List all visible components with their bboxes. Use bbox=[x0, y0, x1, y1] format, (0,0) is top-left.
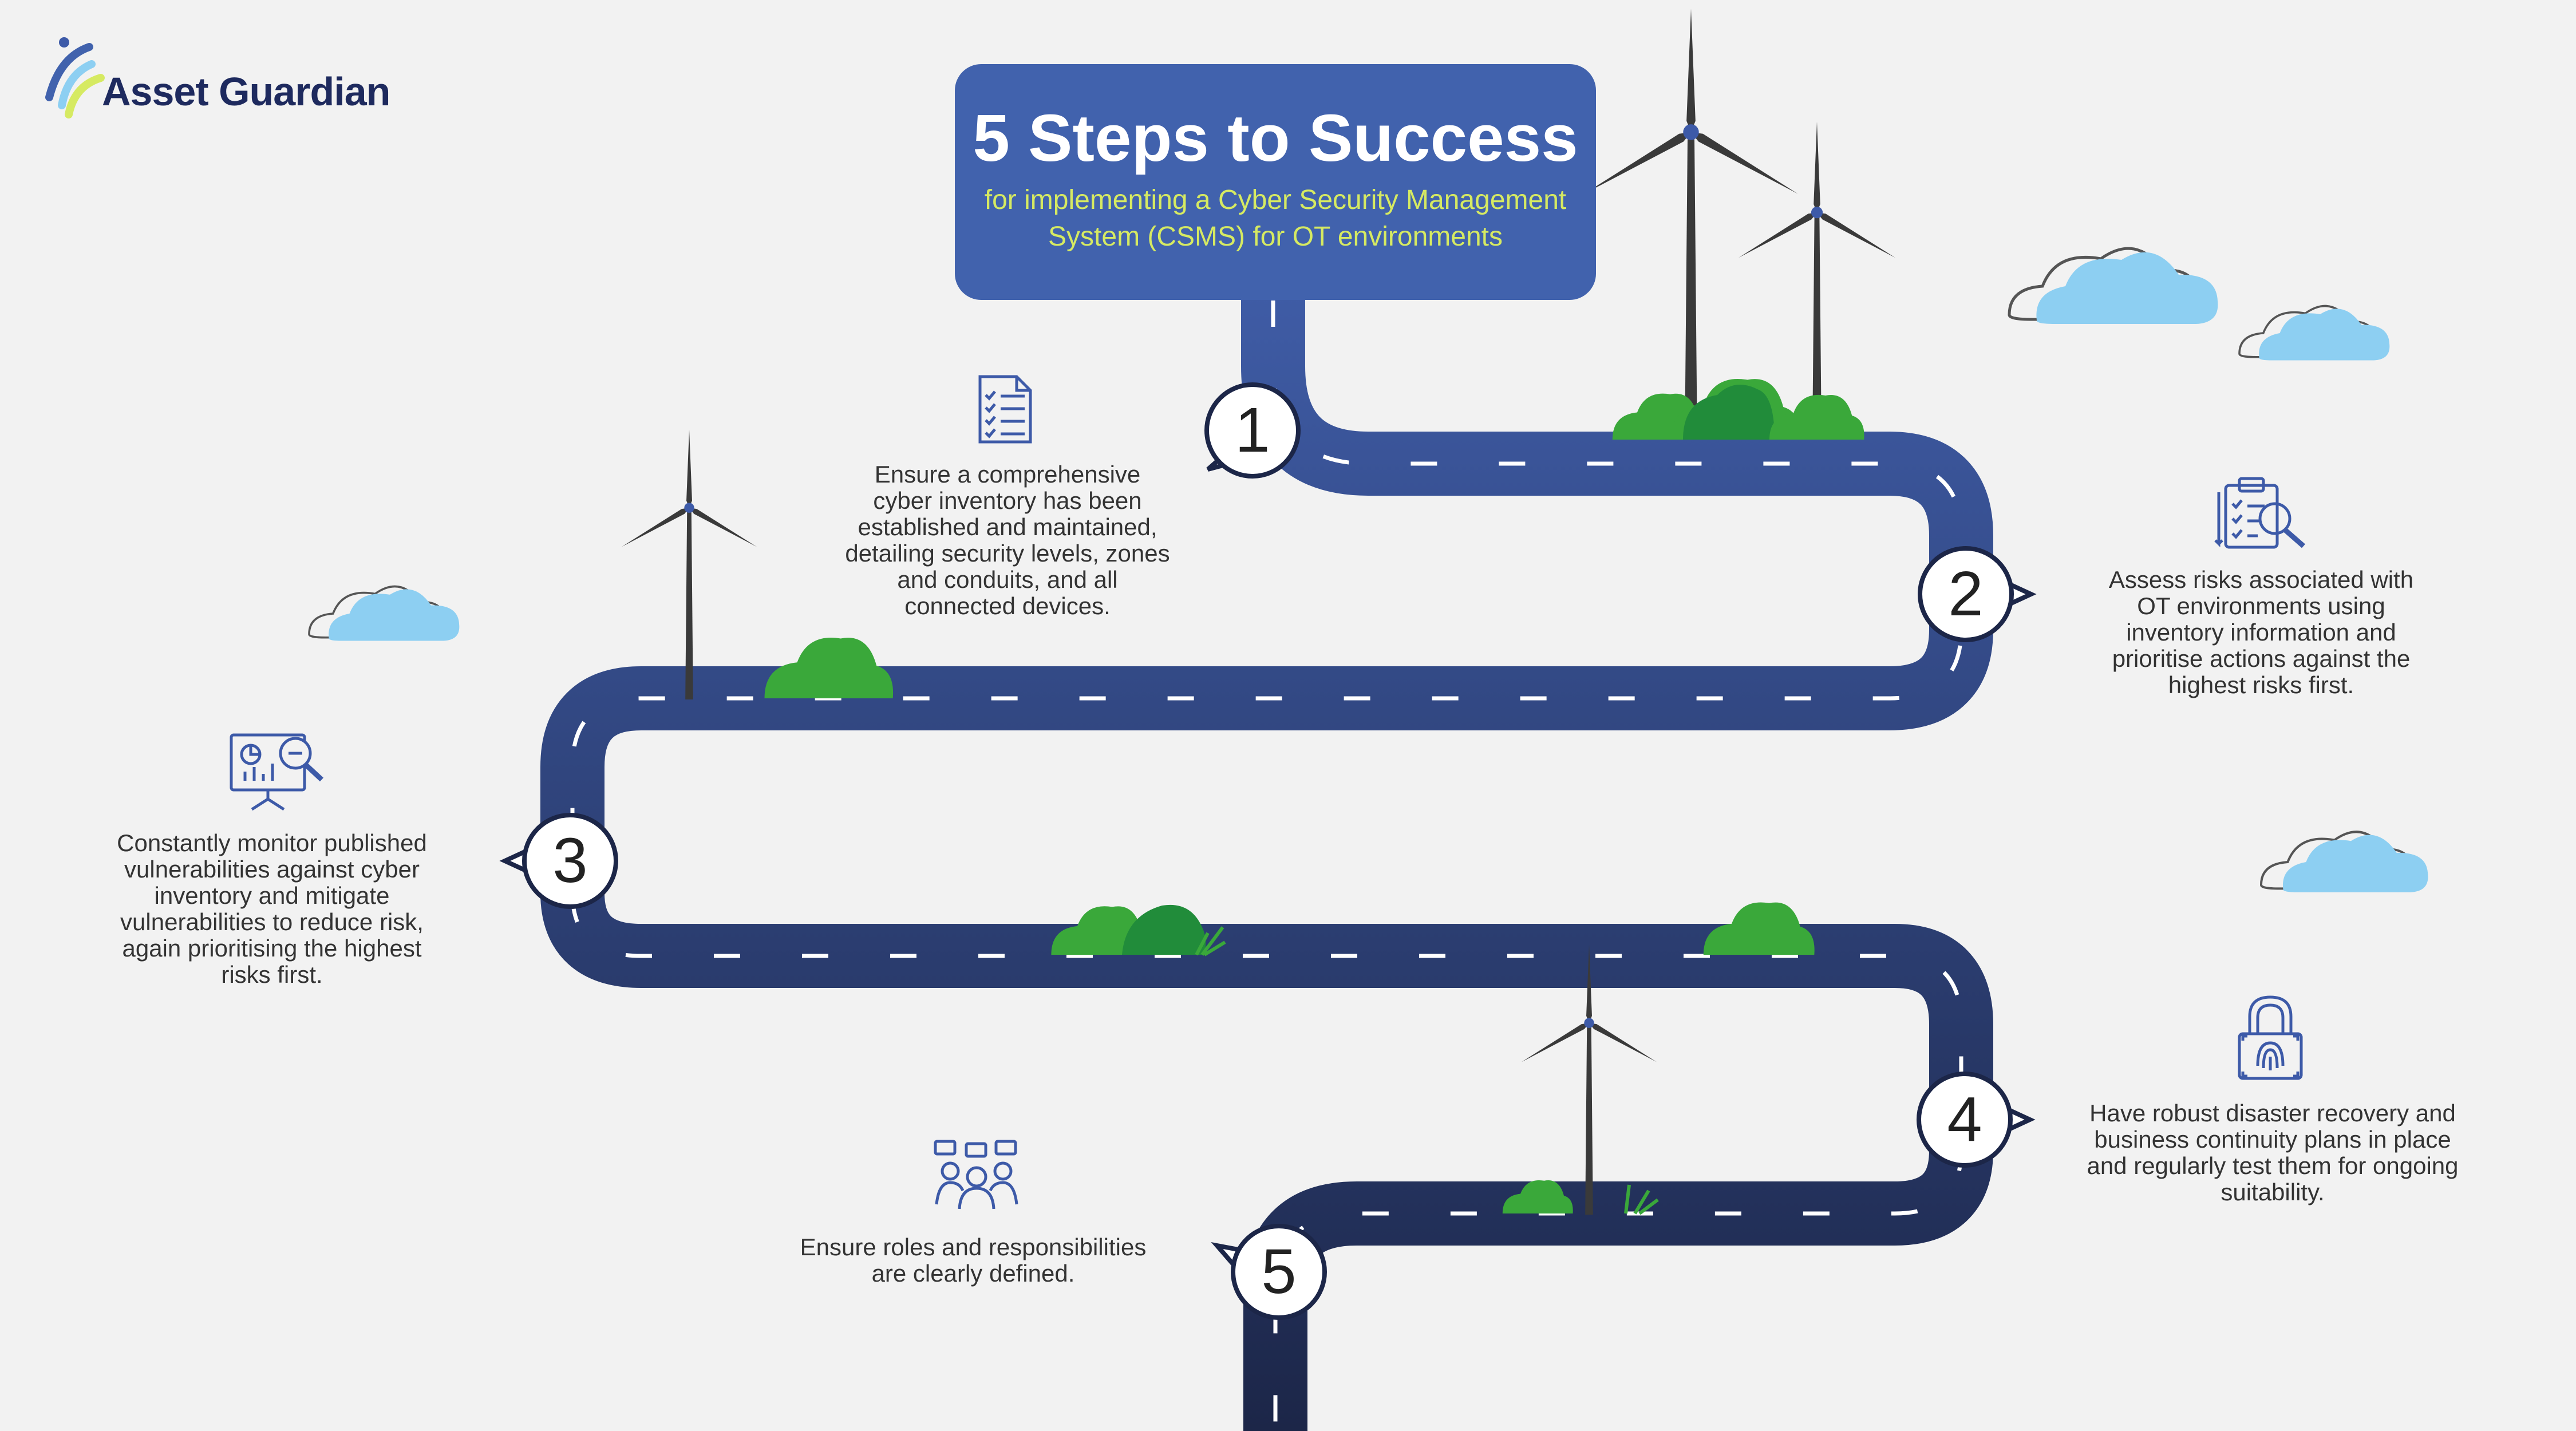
text-line: Constantly monitor published bbox=[117, 829, 427, 856]
step-3-number: 3 bbox=[552, 825, 588, 896]
text-line: suitability. bbox=[2221, 1179, 2325, 1205]
checklist-document-icon bbox=[978, 375, 1032, 444]
text-line: cyber inventory has been bbox=[873, 487, 1142, 514]
text-line: are clearly defined. bbox=[871, 1260, 1075, 1287]
text-line: connected devices. bbox=[904, 592, 1111, 619]
step-3-description: Constantly monitor published vulnerabili… bbox=[74, 830, 469, 988]
step-2-number: 2 bbox=[1948, 559, 1984, 629]
step-1-number: 1 bbox=[1235, 395, 1270, 465]
text-line: and conduits, and all bbox=[897, 566, 1118, 593]
text-line: detailing security levels, zones bbox=[845, 540, 1170, 567]
bush-icon bbox=[1051, 904, 1226, 956]
text-line: business continuity plans in place bbox=[2094, 1126, 2451, 1153]
step-4-marker bbox=[1917, 1072, 2036, 1168]
text-line: prioritise actions against the bbox=[2112, 645, 2411, 672]
cloud-icon bbox=[2261, 832, 2428, 892]
step-5-marker bbox=[1211, 1224, 1327, 1320]
text-line: Ensure roles and responsibilities bbox=[800, 1234, 1147, 1260]
cloud-icon bbox=[2009, 248, 2218, 324]
text-line: inventory information and bbox=[2126, 619, 2396, 646]
text-line: Ensure a comprehensive bbox=[874, 461, 1141, 488]
monitoring-chart-icon bbox=[230, 733, 324, 811]
subtitle-line: for implementing a Cyber Security Manage… bbox=[984, 185, 1567, 215]
cloud-icon bbox=[308, 585, 461, 642]
text-line: again prioritising the highest bbox=[122, 935, 422, 962]
text-line: inventory and mitigate bbox=[154, 882, 390, 909]
wind-turbine-icon bbox=[620, 429, 758, 699]
text-line: risks first. bbox=[221, 961, 323, 988]
step-5-description: Ensure roles and responsibilities are cl… bbox=[756, 1234, 1191, 1287]
text-line: OT environments using bbox=[2137, 592, 2385, 619]
step-4-description: Have robust disaster recovery and busine… bbox=[2049, 1100, 2496, 1205]
text-line: vulnerabilities against cyber bbox=[124, 856, 420, 883]
page-title: 5 Steps to Success bbox=[973, 101, 1578, 175]
text-line: Assess risks associated with bbox=[2108, 566, 2414, 593]
step-1-description: Ensure a comprehensive cyber inventory h… bbox=[807, 461, 1208, 619]
fingerprint-padlock-icon bbox=[2238, 995, 2303, 1080]
team-roles-icon bbox=[934, 1140, 1018, 1209]
step-1-marker bbox=[1204, 382, 1301, 479]
road bbox=[540, 292, 1993, 1431]
step-2-marker bbox=[1918, 546, 2037, 642]
cloud-icon bbox=[2238, 305, 2391, 362]
logo-mark-icon bbox=[45, 37, 105, 118]
text-line: highest risks first. bbox=[2168, 671, 2354, 698]
bush-icon bbox=[1703, 902, 1815, 955]
text-line: vulnerabilities to reduce risk, bbox=[120, 908, 424, 935]
text-line: Have robust disaster recovery and bbox=[2089, 1100, 2456, 1126]
clipboard-magnifier-icon bbox=[2214, 477, 2305, 549]
subtitle-line: System (CSMS) for OT environments bbox=[1048, 222, 1503, 252]
text-line: and regularly test them for ongoing bbox=[2087, 1152, 2459, 1179]
step-2-description: Assess risks associated with OT environm… bbox=[2061, 567, 2462, 698]
step-4-number: 4 bbox=[1947, 1084, 1982, 1155]
bush-icon bbox=[1612, 379, 1864, 440]
step-5-number: 5 bbox=[1261, 1236, 1297, 1307]
bush-icon bbox=[1502, 1180, 1659, 1215]
brand-name: Asset Guardian bbox=[102, 69, 390, 114]
bush-icon bbox=[764, 638, 894, 698]
wind-turbine-icon bbox=[1582, 9, 1800, 435]
text-line: established and maintained, bbox=[858, 513, 1157, 540]
step-3-marker bbox=[499, 813, 618, 909]
page-subtitle: for implementing a Cyber Security Manage… bbox=[972, 182, 1579, 255]
title-card: 5 Steps to Success for implementing a Cy… bbox=[955, 64, 1596, 300]
